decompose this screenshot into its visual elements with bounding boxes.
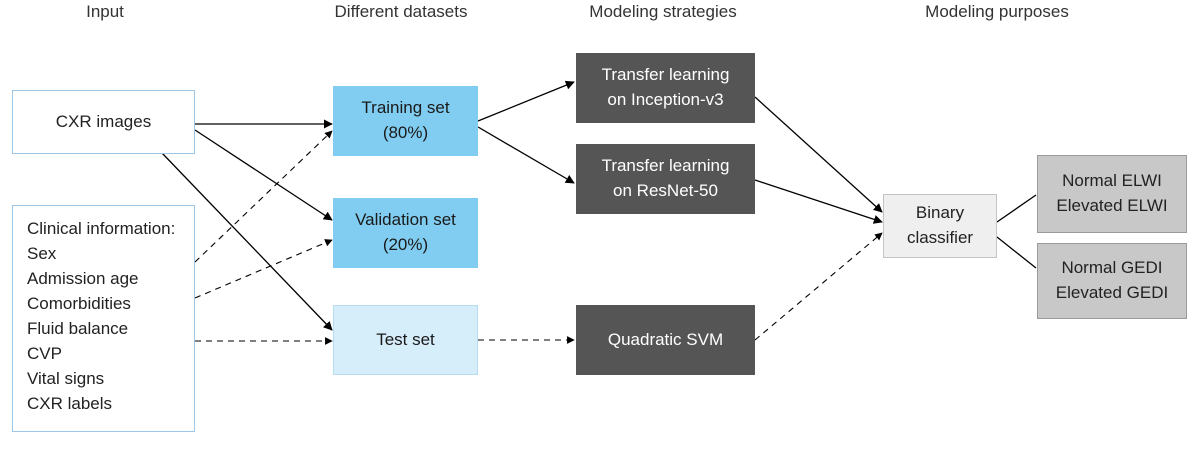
validation-set-label: Validation set: [355, 210, 456, 230]
arrow-clinical-to-validation: [194, 239, 333, 299]
header-purposes: Modeling purposes: [925, 2, 1069, 21]
line-classifier-to-elwi: [996, 194, 1037, 223]
test-set-box: Test set: [333, 305, 478, 375]
header-strategies: Modeling strategies: [589, 2, 737, 21]
clinical-item: Comorbidities: [27, 294, 131, 313]
clinical-item: Fluid balance: [27, 319, 129, 338]
arrow-svm-to-classifier: [754, 232, 883, 341]
arrow-clinical-to-training: [194, 130, 333, 263]
inception-model-line1: Transfer learning: [601, 65, 730, 85]
arrow-inception-to-classifier: [754, 96, 883, 213]
clinical-item: Admission age: [27, 269, 139, 288]
binary-classifier-box: Binary classifier: [883, 194, 997, 258]
svm-model-label: Quadratic SVM: [607, 329, 724, 349]
arrow-resnet-to-classifier: [754, 179, 883, 224]
training-set-label: Training set: [361, 98, 450, 118]
clinical-item: CXR labels: [27, 394, 113, 413]
arrow-cxr-to-test: [161, 152, 333, 331]
resnet-model-line1: Transfer learning: [601, 156, 730, 176]
clinical-info-box: Clinical information: Sex Admission age …: [12, 205, 195, 432]
inception-model-line2: on Inception-v3: [607, 90, 724, 109]
elwi-elevated-label: Elevated ELWI: [1056, 196, 1168, 215]
test-set-label: Test set: [376, 329, 435, 349]
header-input: Input: [86, 2, 124, 21]
resnet-model-box: Transfer learning on ResNet-50: [576, 144, 755, 214]
arrow-training-to-inception: [477, 80, 575, 122]
training-set-box: Training set (80%): [333, 86, 478, 156]
svm-model-box: Quadratic SVM: [576, 305, 755, 375]
arrow-training-to-resnet: [477, 126, 575, 184]
gedi-elevated-label: Elevated GEDI: [1055, 283, 1169, 302]
clinical-item: Sex: [27, 244, 57, 263]
gedi-normal-label: Normal GEDI: [1061, 258, 1163, 278]
binary-classifier-line1: Binary: [915, 203, 965, 223]
training-set-percent: (80%): [382, 123, 429, 142]
cxr-images-box: CXR images: [12, 90, 195, 154]
binary-classifier-line2: classifier: [906, 228, 974, 247]
validation-set-percent: (20%): [382, 235, 429, 254]
validation-set-box: Validation set (20%): [333, 198, 478, 268]
clinical-item: Vital signs: [27, 369, 105, 388]
elwi-outcome-box: Normal ELWI Elevated ELWI: [1037, 155, 1187, 233]
clinical-item: CVP: [27, 344, 62, 363]
header-datasets: Different datasets: [334, 2, 468, 21]
resnet-model-line2: on ResNet-50: [613, 181, 718, 200]
gedi-outcome-box: Normal GEDI Elevated GEDI: [1037, 243, 1187, 319]
inception-model-box: Transfer learning on Inception-v3: [576, 53, 755, 123]
clinical-info-title: Clinical information:: [27, 219, 176, 238]
arrow-cxr-to-validation: [194, 129, 333, 221]
elwi-normal-label: Normal ELWI: [1062, 171, 1162, 191]
line-classifier-to-gedi: [996, 236, 1037, 269]
cxr-images-label: CXR images: [55, 111, 152, 131]
